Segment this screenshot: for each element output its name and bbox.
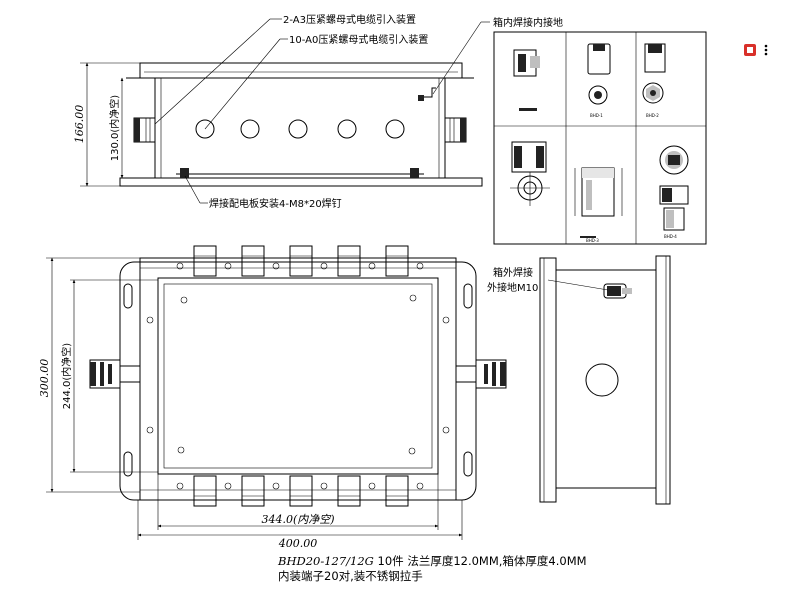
gland-detail-box: BHD-1 BHD-2 BHD-3 BHD-4 (493, 31, 707, 245)
detail-label-4: BHD-4 (664, 234, 677, 239)
front-left-gland (89, 359, 141, 389)
side-view: 箱外焊接 外接地M10 (487, 255, 671, 505)
dim-front-height-overall: 300.00 (38, 359, 51, 398)
dim-width-inner: 344.0(内净空) (261, 513, 334, 526)
caption-line-2: 内装端子20对,装不锈钢拉手 (278, 569, 423, 583)
box-body-outline (154, 77, 446, 179)
drawing-caption: BHD20-127/12G 10件 法兰厚度12.0MM,箱体厚度4.0MM 内… (278, 554, 587, 584)
side-body-outline (555, 269, 657, 489)
caption-spec: 10件 法兰厚度12.0MM,箱体厚度4.0MM (373, 554, 587, 568)
left-side-gland (133, 117, 156, 143)
flange-bolts (146, 262, 450, 490)
caption-model-code: BHD20-127/12G (278, 554, 374, 568)
front-view: 300.00 244.0(内净空) 344.0(内净空) 400.00 (38, 245, 507, 550)
label-inner-ground: 箱内焊接内接地 (493, 16, 563, 29)
dim-height-inner: 130.0(内净空) (108, 95, 121, 162)
label-weld-plate: 焊接配电板安装4-M8*20焊钉 (209, 197, 342, 210)
base-flange (119, 177, 483, 187)
side-hole (585, 363, 619, 397)
front-top-glands (193, 245, 409, 277)
label-outer-ground-1: 箱外焊接 (493, 266, 533, 279)
lid-outline (139, 62, 463, 79)
detail-label-2: BHD-2 (646, 113, 659, 118)
detail-label-3: BHD-3 (586, 238, 599, 243)
front-right-gland (455, 359, 507, 389)
right-side-gland (444, 117, 467, 143)
gland-holes (195, 119, 405, 139)
dim-front-height-inner: 244.0(内净空) (60, 343, 73, 410)
detail-label-1: BHD-1 (590, 113, 603, 118)
caption-line-1: BHD20-127/12G 10件 法兰厚度12.0MM,箱体厚度4.0MM (278, 554, 587, 569)
dim-width-overall: 400.00 (278, 537, 318, 550)
top-elevation-view: 166.00 130.0(内净空) 2-A3压紧螺母式电缆引入装置 10-A0压… (73, 13, 563, 210)
label-a3-gland: 2-A3压紧螺母式电缆引入装置 (283, 13, 416, 26)
ellipsis-vertical-icon[interactable] (764, 44, 768, 56)
front-bottom-glands (193, 475, 409, 507)
front-flange-outline (119, 261, 477, 501)
label-outer-ground-2: 外接地M10 (487, 281, 538, 294)
outer-ground-lug (603, 283, 632, 299)
label-a0-gland: 10-A0压紧螺母式电缆引入装置 (289, 33, 428, 46)
dim-height-overall: 166.00 (73, 105, 86, 144)
red-seal-icon[interactable] (744, 44, 756, 56)
front-cover-plate (157, 277, 439, 475)
